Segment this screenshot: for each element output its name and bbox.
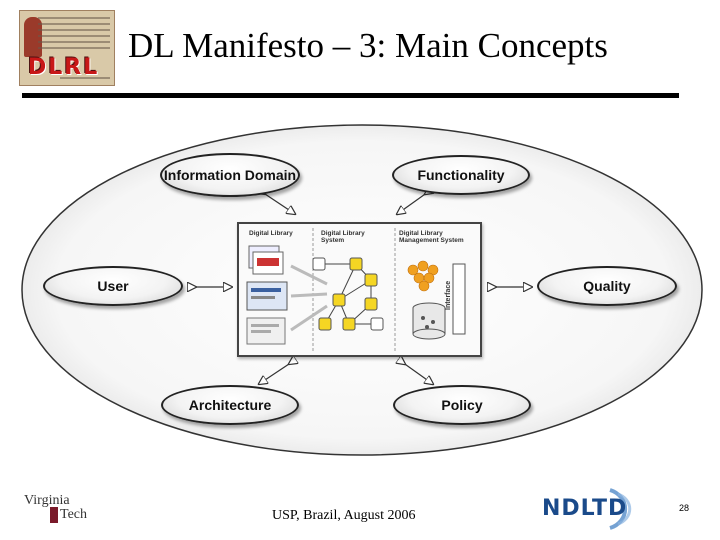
vt-logo-mark: [50, 507, 58, 523]
connector-arrows: [192, 192, 528, 382]
dlrl-logo: DLRL: [19, 10, 115, 86]
concept-architecture: Architecture: [161, 385, 299, 425]
page-number: 28: [679, 503, 690, 513]
label-digital-library: Digital Library: [249, 230, 293, 237]
footer-text: USP, Brazil, August 2006: [272, 508, 416, 523]
slide-title: DL Manifesto – 3: Main Concepts: [128, 26, 608, 65]
label-interface: Interface: [445, 280, 452, 310]
concept-policy: Policy: [393, 385, 531, 425]
label-dl-management-system: Digital Library Management System: [399, 230, 464, 244]
arrow-policy: [402, 362, 430, 382]
vt-logo-virginia: Virginia: [24, 493, 70, 508]
ndltd-logo: NDLTD: [540, 486, 636, 532]
logo-figure: [24, 17, 42, 57]
ndltd-logo-text: NDLTD: [542, 496, 628, 521]
dl-systems-picture: Digital Library Digital Library System D…: [237, 222, 482, 357]
concept-quality: Quality: [537, 266, 677, 306]
virginia-tech-logo: Virginia Tech: [24, 493, 104, 529]
vt-logo-tech: Tech: [60, 507, 88, 522]
concept-functionality: Functionality: [392, 155, 530, 195]
concept-user: User: [43, 266, 183, 306]
label-dl-system: Digital Library System: [321, 230, 365, 244]
arrow-functionality: [400, 192, 428, 212]
arrow-architecture: [262, 362, 292, 382]
arrow-information-domain: [262, 192, 292, 212]
dl-systems-drawing: [246, 228, 466, 351]
title-divider: [22, 93, 679, 98]
concepts-diagram: Information Domain Functionality User Qu…: [0, 100, 720, 480]
concept-information-domain: Information Domain: [160, 153, 300, 197]
logo-text: DLRL: [28, 55, 100, 80]
